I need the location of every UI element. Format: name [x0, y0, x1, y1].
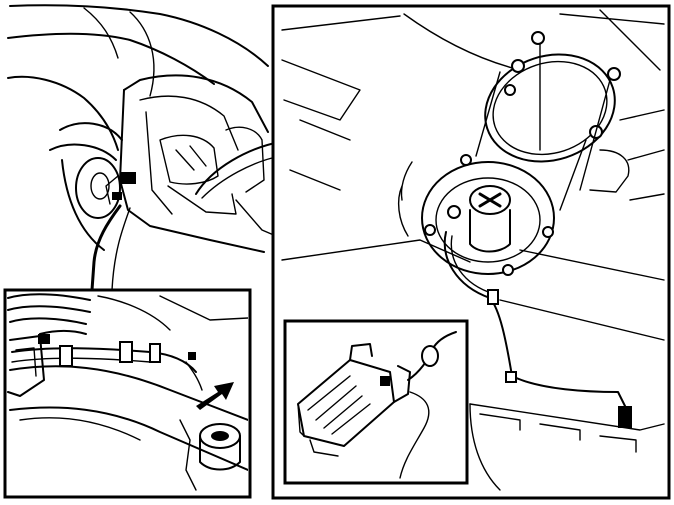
connector-location-marker — [120, 172, 136, 184]
pump-cross — [478, 192, 502, 208]
door-sill — [119, 89, 265, 253]
lower-floor-edge — [469, 403, 665, 431]
connector-panel — [283, 319, 469, 485]
leader-line — [90, 204, 122, 292]
floor-rear-lines — [499, 249, 665, 341]
floor-slots — [479, 413, 637, 453]
car-window-line — [7, 32, 215, 85]
underbody-panel — [3, 288, 252, 499]
trunk-edge-top — [281, 13, 521, 71]
tank-opening — [421, 161, 555, 275]
harness-connector — [38, 334, 50, 344]
mount-bracket — [7, 335, 45, 397]
motion-arcs — [397, 161, 413, 237]
pump-body — [469, 209, 511, 253]
access-cover-rim — [492, 60, 608, 156]
lower-floor-curve — [469, 403, 501, 491]
tank-nut-4 — [542, 226, 554, 238]
wire-clip-1 — [487, 289, 499, 305]
floor-panel-left — [281, 59, 361, 121]
connector-wire-2 — [399, 391, 430, 479]
b-pillar — [145, 111, 173, 215]
wire-to-connector — [185, 361, 203, 391]
tank-opening-inner — [435, 177, 541, 263]
cover-nut-3 — [607, 67, 621, 81]
pump-top — [469, 185, 511, 215]
wire-clip-2 — [505, 371, 517, 383]
connector-tab — [380, 376, 390, 386]
cover-nut-1 — [531, 31, 545, 45]
rear-seat-cushion — [167, 185, 237, 215]
connector-plug — [188, 352, 196, 360]
connector-base — [309, 439, 339, 457]
rear-wheel-hub — [90, 172, 110, 200]
door-opening-inner — [139, 95, 239, 151]
c-pillar — [129, 11, 155, 97]
connector-latch — [349, 343, 373, 361]
underbody-frame — [3, 288, 252, 499]
floor-ribs — [289, 119, 351, 191]
car-overview-panel — [7, 4, 281, 292]
rear-wheel-arch — [49, 143, 117, 161]
harness-clip-3 — [149, 343, 161, 363]
coil-spring — [7, 293, 91, 335]
axle-beam-top — [9, 365, 248, 421]
bump-stop-body — [199, 435, 241, 471]
axle-beam-bottom — [9, 406, 248, 471]
floor-seam — [281, 239, 471, 263]
mount-bracket-inner — [15, 347, 37, 377]
body-panel-edge — [97, 295, 171, 331]
wire-grommet — [421, 345, 439, 367]
wire-connector — [618, 406, 632, 428]
pump-port — [447, 205, 461, 219]
steering-arc — [195, 141, 281, 195]
alignment-lines — [475, 43, 611, 211]
connector-frame — [283, 319, 469, 485]
access-cover-plate — [484, 53, 616, 163]
pump-wiring-2 — [450, 235, 495, 295]
pump-wiring — [443, 231, 627, 409]
rear-seat-back — [159, 134, 219, 185]
side-wall-lines — [619, 109, 665, 201]
seat-stitching — [175, 145, 207, 171]
cover-nuts — [504, 31, 621, 139]
floor-line — [235, 199, 277, 237]
harness-clip-1 — [59, 345, 73, 367]
cover-nut-5 — [504, 84, 516, 96]
tank-nut-3 — [502, 264, 514, 276]
car-rear-quarter — [7, 75, 119, 151]
floor-panel — [159, 295, 248, 321]
steering-arc-inner — [201, 155, 281, 199]
door-frame-top — [123, 74, 269, 133]
leader-line-2 — [111, 207, 131, 291]
connector-front-edge — [297, 403, 305, 437]
harness-clip-2 — [119, 341, 133, 363]
cover-nut-2 — [511, 59, 525, 73]
connector-wire — [105, 175, 119, 205]
c-pillar-edge — [83, 7, 119, 59]
axle-beam-edge — [19, 417, 141, 441]
connector-side — [393, 365, 411, 403]
bracket-arm — [179, 419, 197, 491]
rear-wheel — [75, 157, 121, 219]
tank-nut-1 — [424, 224, 436, 236]
direction-arrow — [196, 382, 234, 410]
connector-clip — [112, 192, 122, 200]
front-seat — [225, 126, 265, 193]
rear-wheel-arch-inner — [59, 122, 123, 141]
wiring-harness-2 — [11, 357, 151, 363]
bump-stop-hole — [211, 431, 229, 441]
wiring-harness — [11, 347, 197, 373]
tank-bracket — [589, 149, 630, 193]
tank-nut-2 — [460, 154, 472, 166]
car-roofline — [9, 4, 269, 67]
trunk-corner — [559, 9, 665, 71]
connector-ribs — [307, 375, 371, 435]
